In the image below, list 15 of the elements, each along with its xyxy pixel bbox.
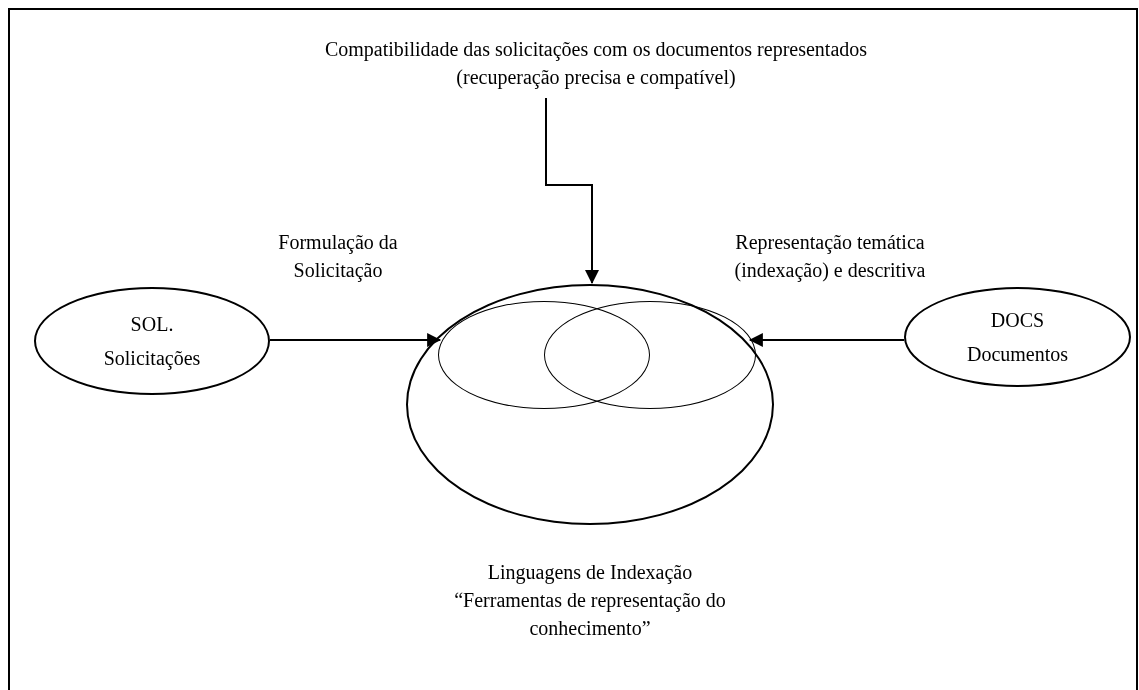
ellipse-node: [34, 287, 270, 395]
node-text: Documentos: [966, 342, 1069, 366]
arrow: [748, 333, 906, 347]
arrow: [545, 97, 599, 284]
ellipse-caption: “Ferramentas de representação do conhecimento”: [453, 588, 727, 641]
node-text: SOL.: [130, 312, 174, 336]
ellipse-caption: Linguagens de Indexação: [486, 560, 694, 586]
node-text: Solicitações: [103, 346, 201, 370]
ellipse-node: [904, 287, 1131, 387]
node-text: Compatibilidade das solicitações com os documentos representados (recuperação precisa e compatível): [323, 37, 869, 91]
arrow: [269, 333, 442, 347]
node-text: DOCS: [990, 308, 1045, 332]
large-ellipse: [406, 284, 774, 525]
edge-label: Representação temática (indexação) e descritiva: [733, 230, 927, 284]
edge-label: Formulação da Solicitação: [277, 230, 399, 284]
